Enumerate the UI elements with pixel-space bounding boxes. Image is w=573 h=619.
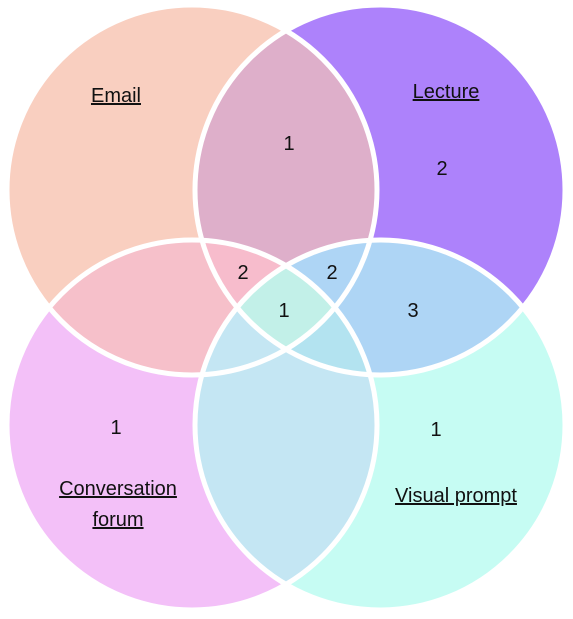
lecture-label: Lecture bbox=[413, 81, 480, 103]
all-four-overlap bbox=[195, 240, 377, 375]
count-visual-only: 1 bbox=[430, 419, 441, 441]
conversation-forum-label-line1: Conversation bbox=[59, 478, 177, 500]
count-all-four: 1 bbox=[278, 300, 289, 322]
count-email-lecture-visual: 2 bbox=[326, 262, 337, 284]
count-forum-only: 1 bbox=[110, 417, 121, 439]
count-email-lecture-forum: 2 bbox=[237, 262, 248, 284]
count-lecture-visual: 3 bbox=[407, 300, 418, 322]
visual-prompt-outline bbox=[192, 237, 568, 613]
email-outline bbox=[4, 2, 380, 378]
lecture-outline bbox=[192, 2, 568, 378]
visual-prompt-label: Visual prompt bbox=[395, 485, 517, 507]
email-label: Email bbox=[91, 85, 141, 107]
count-lecture-only: 2 bbox=[436, 158, 447, 180]
conversation-forum-outline bbox=[4, 237, 380, 613]
conversation-forum-label-line2: forum bbox=[92, 509, 143, 531]
count-email-lecture: 1 bbox=[283, 133, 294, 155]
